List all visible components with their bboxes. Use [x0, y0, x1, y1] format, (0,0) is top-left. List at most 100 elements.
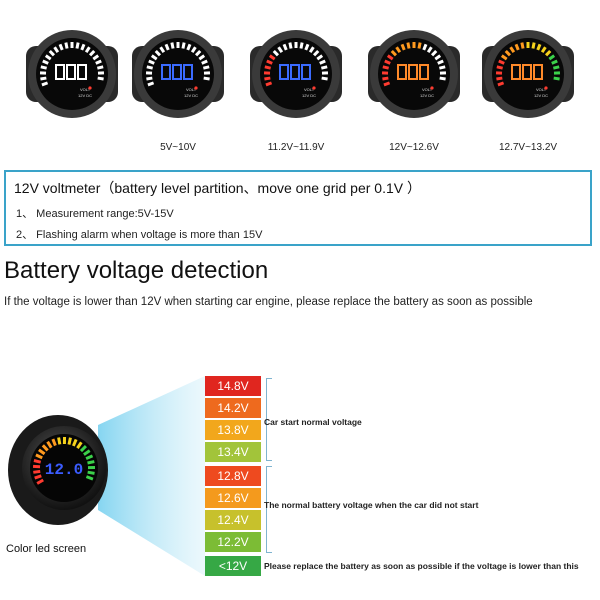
digit-glyph: [533, 64, 543, 80]
note-low-voltage: Please replace the battery as soon as po…: [264, 561, 579, 571]
led-segment: [154, 49, 162, 57]
note-normal-voltage: The normal battery voltage when the car …: [264, 500, 479, 510]
led-segment: [41, 81, 49, 87]
info-item-alarm: 2、 Flashing alarm when voltage is more t…: [16, 229, 263, 241]
led-segment: [40, 65, 48, 70]
info-item-range: 1、 Measurement range:5V-15V: [16, 208, 174, 220]
led-segment: [85, 454, 94, 461]
led-segment: [201, 59, 208, 65]
led-segment: [434, 54, 442, 61]
led-segment: [146, 76, 153, 81]
meter-face-sub: 12V DC: [302, 93, 316, 98]
led-segment: [44, 54, 52, 61]
led-segment: [438, 65, 446, 70]
led-segment: [548, 54, 556, 61]
led-segment: [395, 46, 402, 54]
led-segment: [316, 54, 324, 61]
meter-caption: 12.7V~13.2V: [498, 142, 558, 153]
led-segment: [41, 444, 49, 452]
led-segment: [35, 453, 43, 460]
led-segment: [265, 81, 273, 87]
digit-glyph: [183, 64, 193, 80]
alarm-dot: [194, 86, 198, 90]
led-segment: [76, 441, 83, 449]
led-segment: [536, 43, 542, 51]
led-segment: [498, 59, 505, 65]
led-segment: [83, 449, 91, 456]
led-segment: [79, 445, 87, 453]
meter-screen: [378, 38, 450, 110]
meter-screen: [36, 38, 108, 110]
ladder-step: 13.8V: [205, 420, 261, 440]
digit-glyph: [522, 64, 532, 80]
ladder-step: 13.4V: [205, 442, 261, 462]
led-segment: [504, 49, 512, 57]
meter-screen: [492, 38, 564, 110]
bracket-normal-bottom: [266, 552, 272, 553]
ladder-step: 12.8V: [205, 466, 261, 486]
led-segment: [304, 43, 310, 51]
digit-glyph: [172, 64, 182, 80]
led-segment: [496, 65, 504, 70]
led-segment: [147, 81, 155, 87]
led-segment: [34, 474, 42, 480]
led-segment: [203, 76, 210, 81]
bracket-normal: [266, 466, 267, 552]
led-segment: [264, 65, 272, 70]
led-segment: [51, 438, 57, 447]
led-segment: [299, 42, 304, 49]
info-title: 12V voltmeter（battery level partition、mo…: [14, 180, 421, 196]
led-segment: [497, 81, 505, 87]
led-segment: [400, 43, 406, 51]
led-segment: [146, 65, 154, 70]
note-start-voltage: Car start normal voltage: [264, 417, 362, 427]
led-segment: [308, 46, 315, 54]
led-segment: [552, 65, 560, 70]
bracket-start-top: [266, 378, 272, 379]
ladder-step: <12V: [205, 556, 261, 576]
led-screen-caption: Color led screen: [6, 543, 87, 555]
info-box: 12V voltmeter（battery level partition、mo…: [4, 170, 592, 246]
digit-glyph: [77, 64, 87, 80]
led-segment: [159, 46, 166, 54]
led-segment: [80, 43, 86, 51]
led-segment: [58, 43, 64, 51]
bracket-start-bottom: [266, 460, 272, 461]
alarm-dot: [88, 86, 92, 90]
led-segment: [57, 437, 62, 445]
led-segment: [439, 76, 446, 81]
led-segment: [150, 54, 158, 61]
led-segment: [320, 65, 328, 70]
led-segment: [181, 42, 186, 49]
ladder-step: 12.4V: [205, 510, 261, 530]
meter-face-label: VOLT: [304, 87, 315, 92]
led-segment: [48, 49, 56, 57]
led-segment: [46, 440, 53, 449]
section-subheading: If the voltage is lower than 12V when st…: [4, 296, 533, 308]
led-segment: [288, 42, 293, 49]
led-segment: [553, 76, 560, 81]
led-segment: [312, 49, 320, 57]
meter-digits: 12.0: [45, 461, 83, 479]
led-segment: [277, 46, 284, 54]
meter-face-label: VOLT: [422, 87, 433, 92]
led-segment: [430, 49, 438, 57]
ladder-step: 14.8V: [205, 376, 261, 396]
bracket-start: [266, 378, 267, 460]
led-segment: [282, 43, 288, 51]
led-segment: [84, 46, 91, 54]
led-segment: [190, 46, 197, 54]
led-segment: [88, 49, 96, 57]
led-segment: [198, 54, 206, 61]
alarm-dot: [430, 86, 434, 90]
led-segment: [75, 42, 80, 49]
meter-screen: [260, 38, 332, 110]
meter-caption: 5V~10V: [160, 142, 196, 153]
led-segment: [268, 54, 276, 61]
meter-face-label: VOLT: [536, 87, 547, 92]
led-segment: [186, 43, 192, 51]
led-segment: [170, 42, 175, 49]
led-segment: [38, 448, 46, 456]
led-segment: [40, 76, 47, 81]
